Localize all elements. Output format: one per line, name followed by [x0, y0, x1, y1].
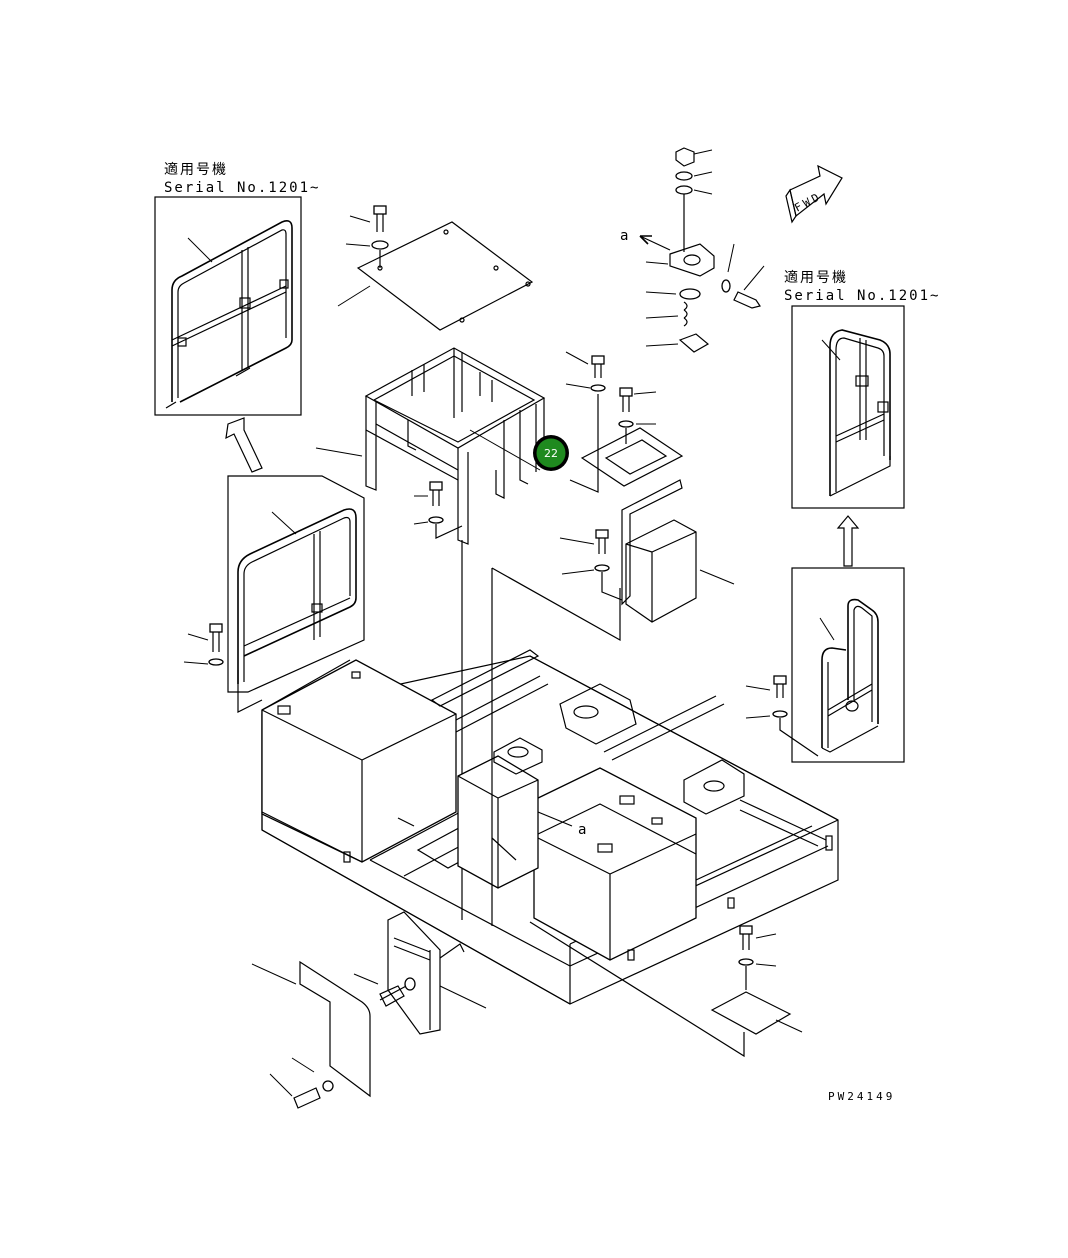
- cover-box: [559, 479, 735, 623]
- mount-detail-a: a: [620, 147, 765, 353]
- serial-left-en: Serial No.1201~: [164, 180, 320, 196]
- frame-stand: [315, 347, 546, 920]
- fwd-label: FWD: [792, 190, 824, 215]
- handrail-inset-left: 適用号機 Serial No.1201~: [154, 161, 320, 416]
- callout-22[interactable]: 22: [533, 435, 569, 471]
- callout-fill: [536, 438, 566, 468]
- handrail-inset-right: 適用号機 Serial No.1201~: [784, 269, 940, 509]
- handrail-right: [745, 567, 905, 763]
- drawing-number: PW24149: [828, 1090, 895, 1103]
- detail-a-top: a: [620, 228, 630, 244]
- mount-plate-right: [565, 351, 684, 493]
- main-frame: a: [261, 567, 839, 1005]
- serial-right-jp: 適用号機: [784, 269, 848, 286]
- serial-left-jp: 適用号機: [164, 161, 228, 178]
- arrow-up-left: [225, 417, 263, 473]
- callout-number: 22: [544, 447, 558, 460]
- floor-plate: [529, 921, 803, 1058]
- fwd-arrow: FWD: [785, 164, 843, 224]
- handrail-left: [183, 475, 365, 713]
- detail-a-mid: a: [578, 822, 588, 838]
- serial-right-en: Serial No.1201~: [784, 288, 940, 304]
- cover-plate-top: [337, 205, 534, 331]
- bracket-bottom-left: [251, 911, 487, 1109]
- arrow-up-right: [836, 515, 860, 567]
